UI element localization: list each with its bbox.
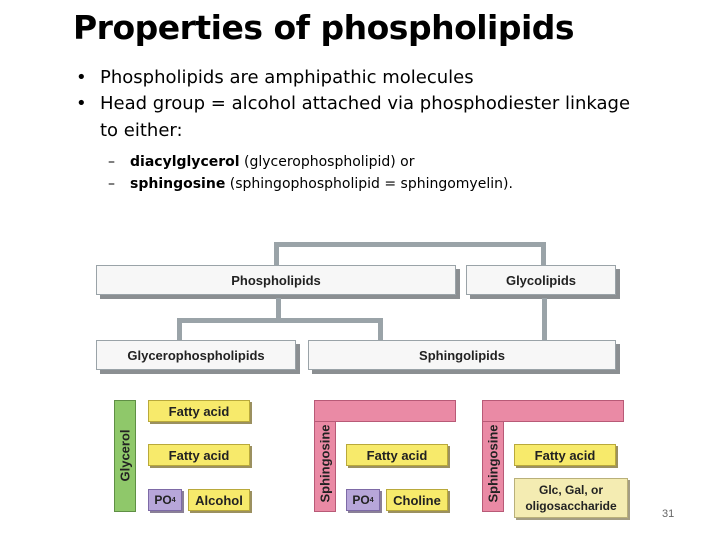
phosphate-subscript: 4 [369,496,374,504]
connector-line [542,298,547,342]
sub-bullet-bold: diacylglycerol [130,154,240,170]
sub-bullet-marker: – [108,176,115,192]
connector-line [276,298,281,320]
bullet-text: Head group = alcohol attached via phosph… [100,93,631,114]
bullet-item: • Head group = alcohol attached via phos… [76,90,696,117]
fatty-acid-box: Fatty acid [346,444,448,466]
sub-bullet-list: – diacylglycerol (glycerophospholipid) o… [108,151,513,195]
glycolipids-box: Glycolipids [466,265,616,295]
sugar-label-line1: Glc, Gal, or [538,483,604,497]
phosphate-label: PO [154,493,172,507]
glycerol-backbone [114,400,136,512]
phosphate-label: PO [352,493,370,507]
lipid-classification-diagram: Phospholipids Glycolipids Glycerophospho… [92,238,637,538]
alcohol-box: Alcohol [188,489,250,511]
connector-line [541,242,546,268]
sub-bullet-text: (glycerophospholipid) or [239,154,415,170]
bullet-list: • Phospholipids are amphipathic molecule… [76,64,696,144]
bullet-marker: • [76,93,87,114]
sub-bullet-text: (sphingophospholipid = sphingomyelin). [225,176,513,192]
sphingosine-top-bar [314,400,456,422]
fatty-acid-box: Fatty acid [148,444,250,466]
bullet-item: • Phospholipids are amphipathic molecule… [76,64,696,91]
sub-bullet-item: – diacylglycerol (glycerophospholipid) o… [108,151,513,173]
glycerol-label: Glycerol [117,429,133,482]
connector-line [177,318,182,342]
sugar-box: Glc, Gal, or oligosaccharide [514,478,628,518]
connector-line [274,242,546,247]
connector-line [177,318,382,323]
sphingosine-label: Sphingosine [317,424,333,503]
phosphate-subscript: 4 [171,496,176,504]
fatty-acid-box: Fatty acid [148,400,250,422]
sphingolipids-box: Sphingolipids [308,340,616,370]
connector-line [274,242,279,268]
sub-bullet-bold: sphingosine [130,176,226,192]
sphingosine-label: Sphingosine [485,424,501,503]
slide-title: Properties of phospholipids [73,8,575,47]
bullet-text: Phospholipids are amphipathic molecules [100,67,474,88]
connector-line [378,318,383,342]
glycerophospholipids-box: Glycerophospholipids [96,340,296,370]
choline-box: Choline [386,489,448,511]
sphingosine-top-bar [482,400,624,422]
bullet-continuation: to either: [100,120,183,141]
sub-bullet-item: – sphingosine (sphingophospholipid = sph… [108,173,513,195]
phospholipids-box: Phospholipids [96,265,456,295]
bullet-marker: • [76,67,87,88]
sub-bullet-marker: – [108,154,115,170]
page-number: 31 [662,508,675,520]
sugar-label-line2: oligosaccharide [525,499,617,513]
fatty-acid-box: Fatty acid [514,444,616,466]
